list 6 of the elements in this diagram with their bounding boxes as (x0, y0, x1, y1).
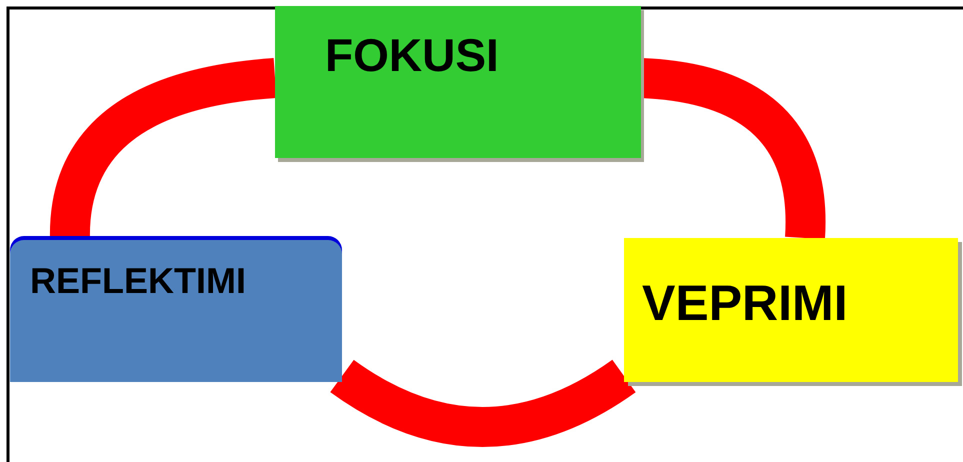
concept-box (10, 240, 342, 382)
concept-box (624, 238, 958, 382)
box-title: VEPRIMI (642, 274, 848, 332)
concept-box (275, 6, 641, 158)
box-title: REFLEKTIMI (30, 260, 246, 302)
box-title: FOKUSI (325, 28, 499, 82)
